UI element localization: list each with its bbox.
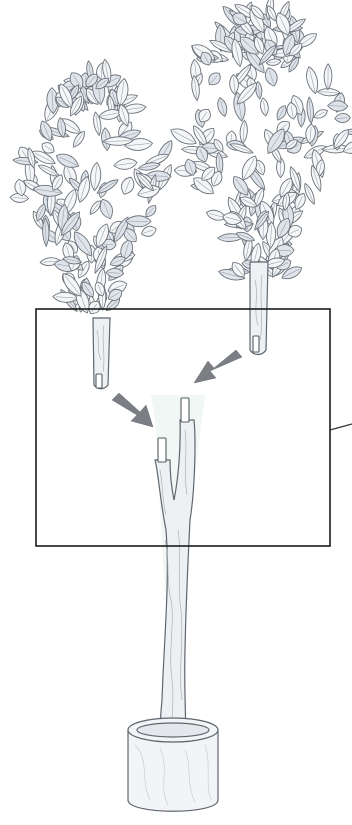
left-crown	[10, 59, 176, 389]
right-crown	[168, 0, 352, 354]
right-trunk-socket	[181, 398, 189, 422]
arrow-down-right-icon	[112, 393, 153, 427]
arrow-down-left-icon	[194, 350, 242, 383]
left-crown-foliage	[10, 59, 176, 317]
callout-leader-line	[330, 424, 352, 430]
planter-pot	[128, 718, 218, 811]
left-crown-stem	[93, 318, 110, 389]
right-crown-foliage	[168, 0, 352, 283]
left-trunk-socket	[158, 438, 166, 462]
